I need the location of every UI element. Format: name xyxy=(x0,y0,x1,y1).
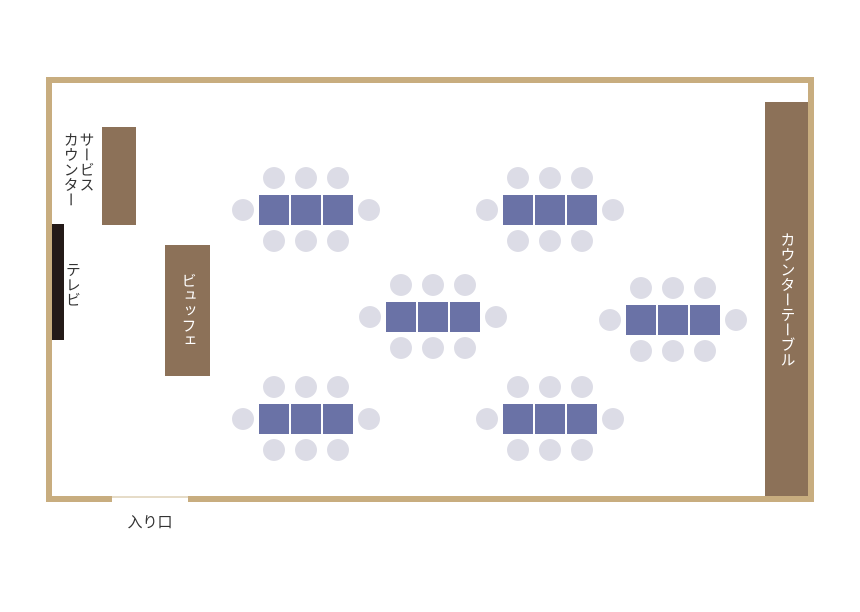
table-2-chair xyxy=(571,167,593,189)
table-5-chair xyxy=(295,439,317,461)
table-1-segment xyxy=(290,194,322,226)
table-2-chair xyxy=(507,167,529,189)
table-4-segment xyxy=(657,304,689,336)
table-3-segment xyxy=(417,301,449,333)
table-4-chair xyxy=(694,277,716,299)
table-3-segment xyxy=(385,301,417,333)
table-2-chair xyxy=(507,230,529,252)
table-6-chair xyxy=(507,376,529,398)
table-1-segment xyxy=(258,194,290,226)
table-2-chair xyxy=(539,230,561,252)
table-4-segment xyxy=(689,304,721,336)
table-4-segment xyxy=(625,304,657,336)
table-6-chair xyxy=(507,439,529,461)
table-3-chair xyxy=(485,306,507,328)
table-4-chair xyxy=(630,277,652,299)
table-5-chair xyxy=(327,439,349,461)
service-counter-label: サービス カウンター xyxy=(61,132,96,207)
entrance-door xyxy=(112,496,188,498)
table-4-chair xyxy=(694,340,716,362)
table-4-chair xyxy=(599,309,621,331)
table-5-segment xyxy=(258,403,290,435)
table-5-chair xyxy=(263,439,285,461)
table-5-chair xyxy=(295,376,317,398)
table-5-chair xyxy=(327,376,349,398)
table-3-chair xyxy=(454,274,476,296)
table-6-chair xyxy=(539,439,561,461)
tv xyxy=(52,224,64,340)
table-3-chair xyxy=(422,337,444,359)
table-3-chair xyxy=(359,306,381,328)
table-1-chair xyxy=(263,230,285,252)
counter-table: カウンターテーブル xyxy=(765,102,808,496)
table-3-chair xyxy=(390,274,412,296)
table-6-chair xyxy=(571,376,593,398)
table-1-segment xyxy=(322,194,354,226)
entrance-label: 入り口 xyxy=(127,513,173,531)
table-1-chair xyxy=(232,199,254,221)
table-6-segment xyxy=(502,403,534,435)
table-3-segment xyxy=(449,301,481,333)
table-6-chair xyxy=(539,376,561,398)
table-4-chair xyxy=(662,340,684,362)
table-1-chair xyxy=(327,167,349,189)
table-2-chair xyxy=(539,167,561,189)
counter-table-label: カウンターテーブル xyxy=(778,231,797,367)
buffet-label: ビュッフェ xyxy=(179,273,198,348)
table-2-segment xyxy=(534,194,566,226)
table-2-chair xyxy=(476,199,498,221)
table-3-chair xyxy=(454,337,476,359)
table-1-chair xyxy=(295,167,317,189)
table-2-chair xyxy=(571,230,593,252)
table-5-chair xyxy=(358,408,380,430)
table-3-chair xyxy=(422,274,444,296)
table-1-chair xyxy=(358,199,380,221)
table-4-chair xyxy=(725,309,747,331)
table-6-segment xyxy=(566,403,598,435)
table-6-chair xyxy=(602,408,624,430)
table-5-segment xyxy=(322,403,354,435)
buffet: ビュッフェ xyxy=(165,245,210,376)
table-5-chair xyxy=(232,408,254,430)
table-2-chair xyxy=(602,199,624,221)
table-6-segment xyxy=(534,403,566,435)
table-2-segment xyxy=(502,194,534,226)
table-6-chair xyxy=(476,408,498,430)
table-1-chair xyxy=(263,167,285,189)
table-5-chair xyxy=(263,376,285,398)
table-4-chair xyxy=(630,340,652,362)
table-1-chair xyxy=(295,230,317,252)
table-5-segment xyxy=(290,403,322,435)
entrance-gap xyxy=(112,495,188,505)
table-1-chair xyxy=(327,230,349,252)
table-4-chair xyxy=(662,277,684,299)
table-3-chair xyxy=(390,337,412,359)
table-2-segment xyxy=(566,194,598,226)
table-6-chair xyxy=(571,439,593,461)
tv-label: テレビ xyxy=(63,262,82,307)
service-counter xyxy=(102,127,136,225)
